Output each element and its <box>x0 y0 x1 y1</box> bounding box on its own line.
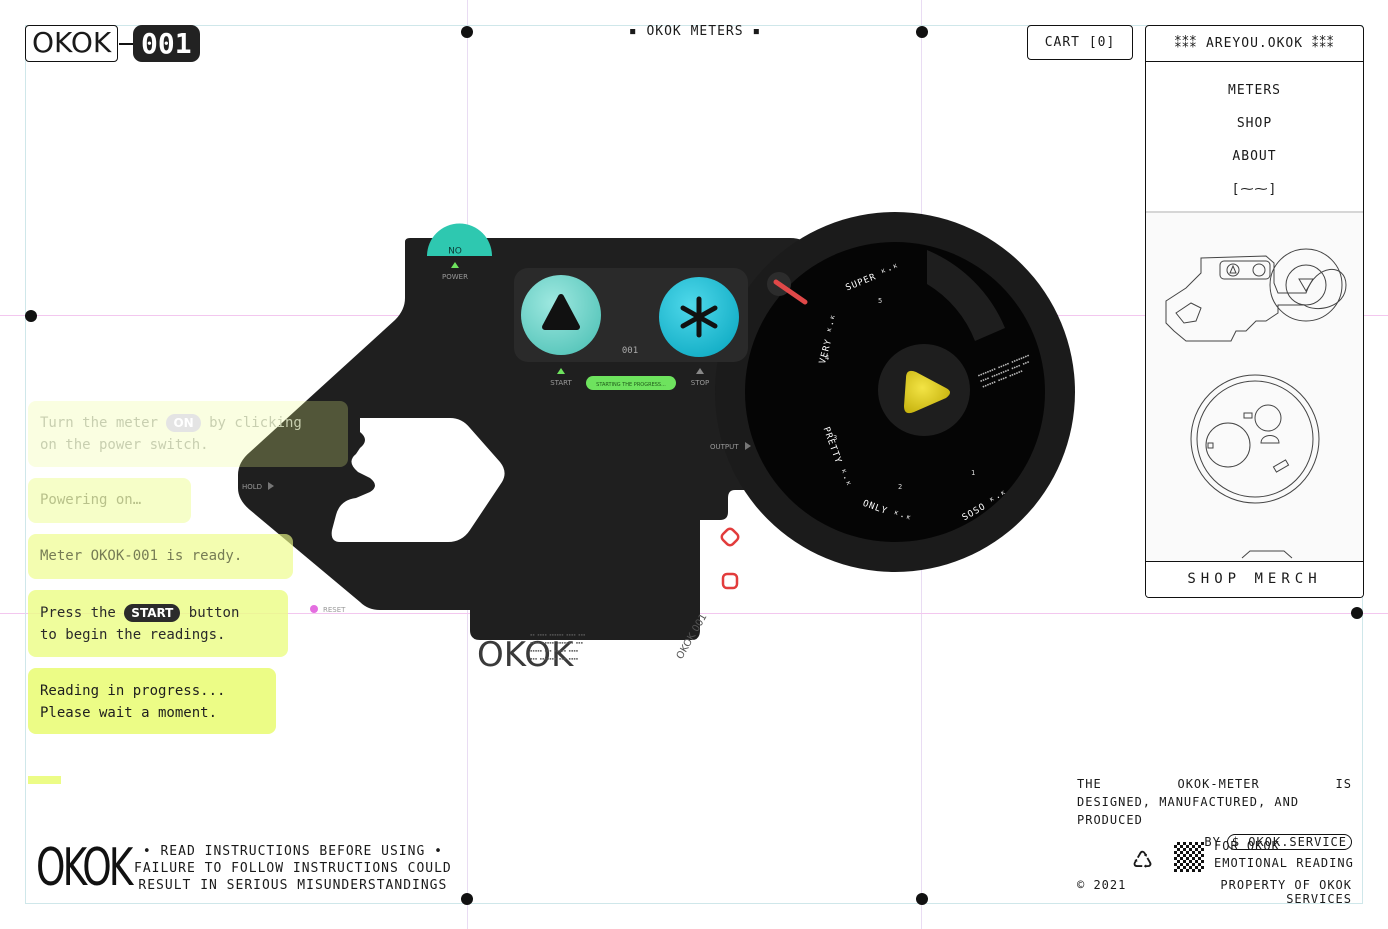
message-1: Turn the meter ON by clicking on the pow… <box>28 401 348 467</box>
svg-text:▪▪▪ ▪▪▪▪▪▪▪ ▪▪▪ ▪▪▪▪: ▪▪▪ ▪▪▪▪▪▪▪ ▪▪▪ ▪▪▪▪ <box>530 656 578 661</box>
menu-title[interactable]: ⁑⁑⁑ AREYOU.OKOK ⁑⁑⁑ <box>1146 26 1363 62</box>
okok-service-link[interactable]: $ OKOK.SERVICE <box>1226 834 1352 850</box>
menu-item-meters[interactable]: METERS <box>1228 83 1281 98</box>
start-pill: START <box>124 604 181 622</box>
page-title: ▪ OKOK METERS ▪ <box>628 24 762 39</box>
asterisk-icon <box>680 296 718 338</box>
unit-number: 001 <box>622 346 638 356</box>
meter-needle <box>773 279 808 305</box>
power-switch-text[interactable]: ON <box>448 244 462 254</box>
product-sketches <box>1146 213 1363 563</box>
footer-for: FOR OKOK EMOTIONAL READING <box>1214 839 1354 870</box>
stop-label: STOP <box>691 379 709 387</box>
dial-number-2: 2 <box>898 483 902 491</box>
message-4: Press the START button to begin the read… <box>28 590 288 657</box>
okok-meter-device: ON POWER 001 START STOP STARTING THE PRO… <box>238 212 1075 675</box>
progress-status-text: STARTING THE PROGRESS... <box>596 382 666 388</box>
reset-button[interactable] <box>310 605 318 613</box>
shop-merch-button[interactable]: SHOP MERCH <box>1146 561 1363 597</box>
hold-label: HOLD <box>242 483 262 491</box>
grid-dot <box>25 310 37 322</box>
checker-icon <box>1174 842 1204 872</box>
start-label: START <box>550 379 572 387</box>
menu-item-about[interactable]: ABOUT <box>1232 149 1277 164</box>
menu-divider <box>1146 211 1363 213</box>
dial-number-4: 4 <box>825 354 829 362</box>
logo-number[interactable]: 001 <box>133 25 200 62</box>
cart-button[interactable]: CART [0] <box>1027 25 1133 60</box>
on-pill: ON <box>166 414 201 432</box>
svg-text:▪▪▪▪▪ ▪▪▪ ▪▪▪▪▪ ▪▪▪▪: ▪▪▪▪▪ ▪▪▪ ▪▪▪▪▪ ▪▪▪▪ <box>530 648 578 653</box>
grid-dot <box>461 26 473 38</box>
grid-dot <box>916 893 928 905</box>
logo-text: OKOK <box>32 26 112 59</box>
recycle-icon: ♺ <box>1133 838 1153 876</box>
footer-logo: OKOK <box>36 838 133 898</box>
output-button-diamond[interactable] <box>720 527 740 547</box>
footer-instructions: • READ INSTRUCTIONS BEFORE USING • FAILU… <box>134 844 452 893</box>
dial-number-3: 3 <box>833 434 837 442</box>
power-label: POWER <box>442 273 468 281</box>
grid-dot <box>461 893 473 905</box>
message-2: Powering on… <box>28 478 191 523</box>
svg-text:▪▪▪▪ ▪▪▪▪▪ ▪▪▪▪▪▪▪ ▪▪▪: ▪▪▪▪ ▪▪▪▪▪ ▪▪▪▪▪▪▪ ▪▪▪ <box>530 640 583 645</box>
body-logo: OKOK <box>477 635 575 675</box>
output-label: OUTPUT <box>710 443 739 451</box>
logo-connector <box>119 43 133 45</box>
dial-knob[interactable] <box>904 370 950 414</box>
mini-message-indicator <box>28 776 61 784</box>
grid-dot <box>1351 607 1363 619</box>
menu-item-extra[interactable]: [⁓⁓] <box>1231 182 1278 197</box>
progress-status-bar <box>586 376 676 390</box>
property-text: PROPERTY OF OKOK SERVICES <box>1220 878 1352 906</box>
grid-dot <box>916 26 928 38</box>
svg-text:▪▪ ▪▪▪▪ ▪▪▪▪▪▪ ▪▪▪▪ ▪▪▪: ▪▪ ▪▪▪▪ ▪▪▪▪▪▪ ▪▪▪▪ ▪▪▪ <box>530 632 585 637</box>
dial-number-5: 5 <box>878 297 882 305</box>
menu-item-shop[interactable]: SHOP <box>1236 116 1273 131</box>
dial-number-1: 1 <box>971 469 975 477</box>
reset-label: RESET <box>323 606 346 614</box>
copyright: © 2021 <box>1077 878 1127 892</box>
side-menu: ⁑⁑⁑ AREYOU.OKOK ⁑⁑⁑ METERS SHOP ABOUT [⁓… <box>1145 25 1364 598</box>
message-5: Reading in progress...Please wait a mome… <box>28 668 276 734</box>
logo[interactable]: OKOK <box>25 25 119 62</box>
message-3: Meter OKOK-001 is ready. <box>28 534 293 579</box>
output-button-square[interactable] <box>721 572 739 590</box>
